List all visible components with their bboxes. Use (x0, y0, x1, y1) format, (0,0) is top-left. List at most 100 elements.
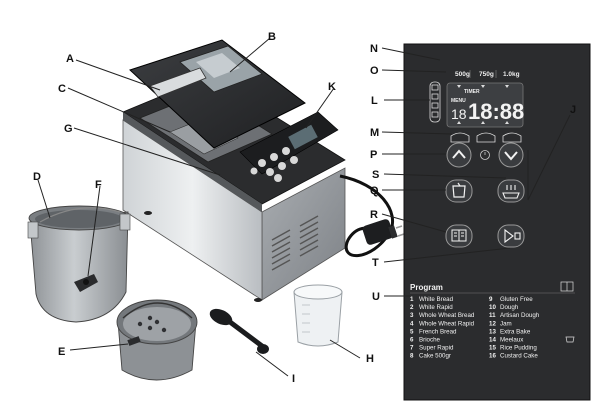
timer-indicator (480, 150, 490, 160)
machine-control-panel (239, 111, 339, 175)
callout-labels: A B C G D F E H I K N O L M P S Q R T U … (33, 31, 576, 385)
side-vent-slots (271, 215, 319, 271)
program-number: 6 (410, 337, 414, 344)
callout-q: Q (370, 185, 379, 197)
program-name: Artisan Dough (500, 312, 540, 319)
callout-b: B (268, 31, 276, 43)
crust-indicators (450, 132, 522, 143)
program-name: White Rapid (419, 304, 453, 311)
rice-pudding-icon (565, 336, 575, 343)
program-name: Gluten Free (500, 296, 533, 303)
callout-d: D (33, 171, 41, 183)
callout-o: O (370, 65, 379, 77)
program-number: 13 (489, 328, 496, 335)
callout-f: F (95, 179, 102, 191)
lcd-menu-label: MENU (451, 98, 466, 104)
callout-g: G (64, 123, 73, 135)
crust-color-button[interactable] (497, 179, 525, 203)
program-list-icon (560, 281, 574, 292)
callout-c: C (58, 83, 66, 95)
lcd-timer-label: TIMER (464, 89, 480, 95)
callout-p: P (370, 149, 377, 161)
callout-j: J (570, 104, 576, 116)
callout-l: L (371, 95, 378, 107)
round-pan (116, 299, 198, 381)
power-cord (339, 174, 394, 257)
program-number: 8 (410, 353, 414, 360)
chevron-down-icon (504, 151, 518, 161)
bread-machine (122, 39, 405, 302)
weight-label-500g: 500g (455, 71, 470, 78)
measuring-spoon (209, 308, 269, 354)
start-stop-icon (504, 228, 521, 244)
power-plug (362, 219, 405, 245)
program-name: Jam (500, 320, 512, 327)
status-icon-4 (431, 111, 439, 118)
kneading-paddle (74, 274, 98, 292)
chevron-up-icon (452, 149, 466, 159)
weight-label-750g: 750g (479, 71, 494, 78)
down-button[interactable] (498, 142, 524, 168)
callout-a: A (66, 53, 74, 65)
machine-top-edge (123, 112, 262, 212)
callout-m: M (370, 127, 379, 139)
menu-button[interactable] (445, 224, 473, 248)
program-name: Super Rapid (419, 345, 454, 352)
program-name: Extra Bake (500, 328, 531, 335)
callout-e: E (58, 346, 65, 358)
lcd-time-value: 18:88 (468, 99, 524, 124)
program-name: Meelaux (500, 337, 524, 344)
callout-u: U (372, 291, 380, 303)
program-number: 9 (489, 296, 493, 303)
program-number: 16 (489, 353, 496, 360)
up-button[interactable] (446, 142, 472, 168)
measuring-cup (293, 284, 343, 347)
program-number: 14 (489, 337, 496, 344)
program-number: 5 (410, 328, 414, 335)
program-name: Whole Wheat Bread (419, 312, 475, 319)
lid-handle (149, 67, 207, 98)
bread-pan (27, 205, 131, 323)
program-name: Brioche (419, 337, 441, 344)
program-name: Custard Cake (500, 353, 538, 360)
program-name: Whole Wheat Rapid (419, 320, 475, 327)
lid-window-glare (196, 53, 240, 78)
control-panel-face (404, 44, 590, 400)
lcd-display: TIMER MENU 18 18:88 (446, 82, 524, 128)
callout-t: T (372, 257, 379, 269)
program-number: 10 (489, 304, 496, 311)
loaf-size-button[interactable] (445, 179, 473, 203)
lcd-arrow-indicators (457, 85, 509, 124)
machine-feet (144, 211, 262, 302)
program-name: White Bread (419, 296, 454, 303)
program-number: 11 (489, 312, 496, 319)
program-name: Dough (500, 304, 519, 311)
status-icon-2 (431, 93, 439, 100)
machine-display (288, 124, 318, 150)
status-icon-3 (431, 102, 439, 109)
crust-color-icon (502, 185, 520, 199)
status-icon-column (429, 81, 441, 123)
lcd-menu-value: 18 (451, 106, 467, 122)
pan-holes (137, 315, 167, 333)
callout-r: R (370, 209, 378, 221)
callout-k: K (328, 81, 336, 93)
weight-labels: 500g 750g 1.0kg (455, 70, 520, 78)
program-name: Rice Pudding (500, 345, 537, 352)
program-number: 7 (410, 345, 414, 352)
program-name: Cake 500gr (419, 353, 451, 360)
loaf-size-icon (452, 185, 466, 198)
callout-s: S (372, 169, 379, 181)
callout-i: I (292, 373, 295, 385)
program-number: 15 (489, 345, 496, 352)
program-number: 1 (410, 296, 414, 303)
program-name: French Bread (419, 328, 457, 335)
program-number: 3 (410, 312, 414, 319)
status-icon-1 (431, 84, 439, 91)
program-number: 2 (410, 304, 414, 311)
start-stop-button[interactable] (497, 224, 525, 248)
program-number: 4 (410, 320, 414, 327)
